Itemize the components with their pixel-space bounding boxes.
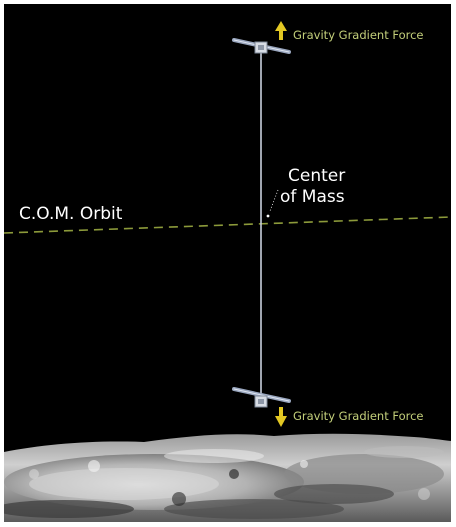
orbit-label: C.O.M. Orbit [19,204,123,224]
gravity-gradient-force-label-top: Gravity Gradient Force [293,28,424,42]
arrow-down-icon [275,407,287,427]
space-scene: Gravity Gradient Force Gravity Gradient … [4,4,451,522]
center-of-mass-dot [266,214,270,218]
arrow-up-icon [275,21,287,40]
satellite-icon [232,387,291,408]
center-of-mass-label-line1: Center [288,166,346,186]
lunar-surface [4,433,451,522]
gravity-gradient-force-label-bottom: Gravity Gradient Force [293,409,424,423]
center-of-mass-label-line2: of Mass [280,187,345,207]
center-of-mass-label: Center of Mass [280,166,345,208]
tether-diagram [4,21,451,522]
satellite-icon [232,38,291,54]
center-of-mass-pointer [269,189,279,212]
